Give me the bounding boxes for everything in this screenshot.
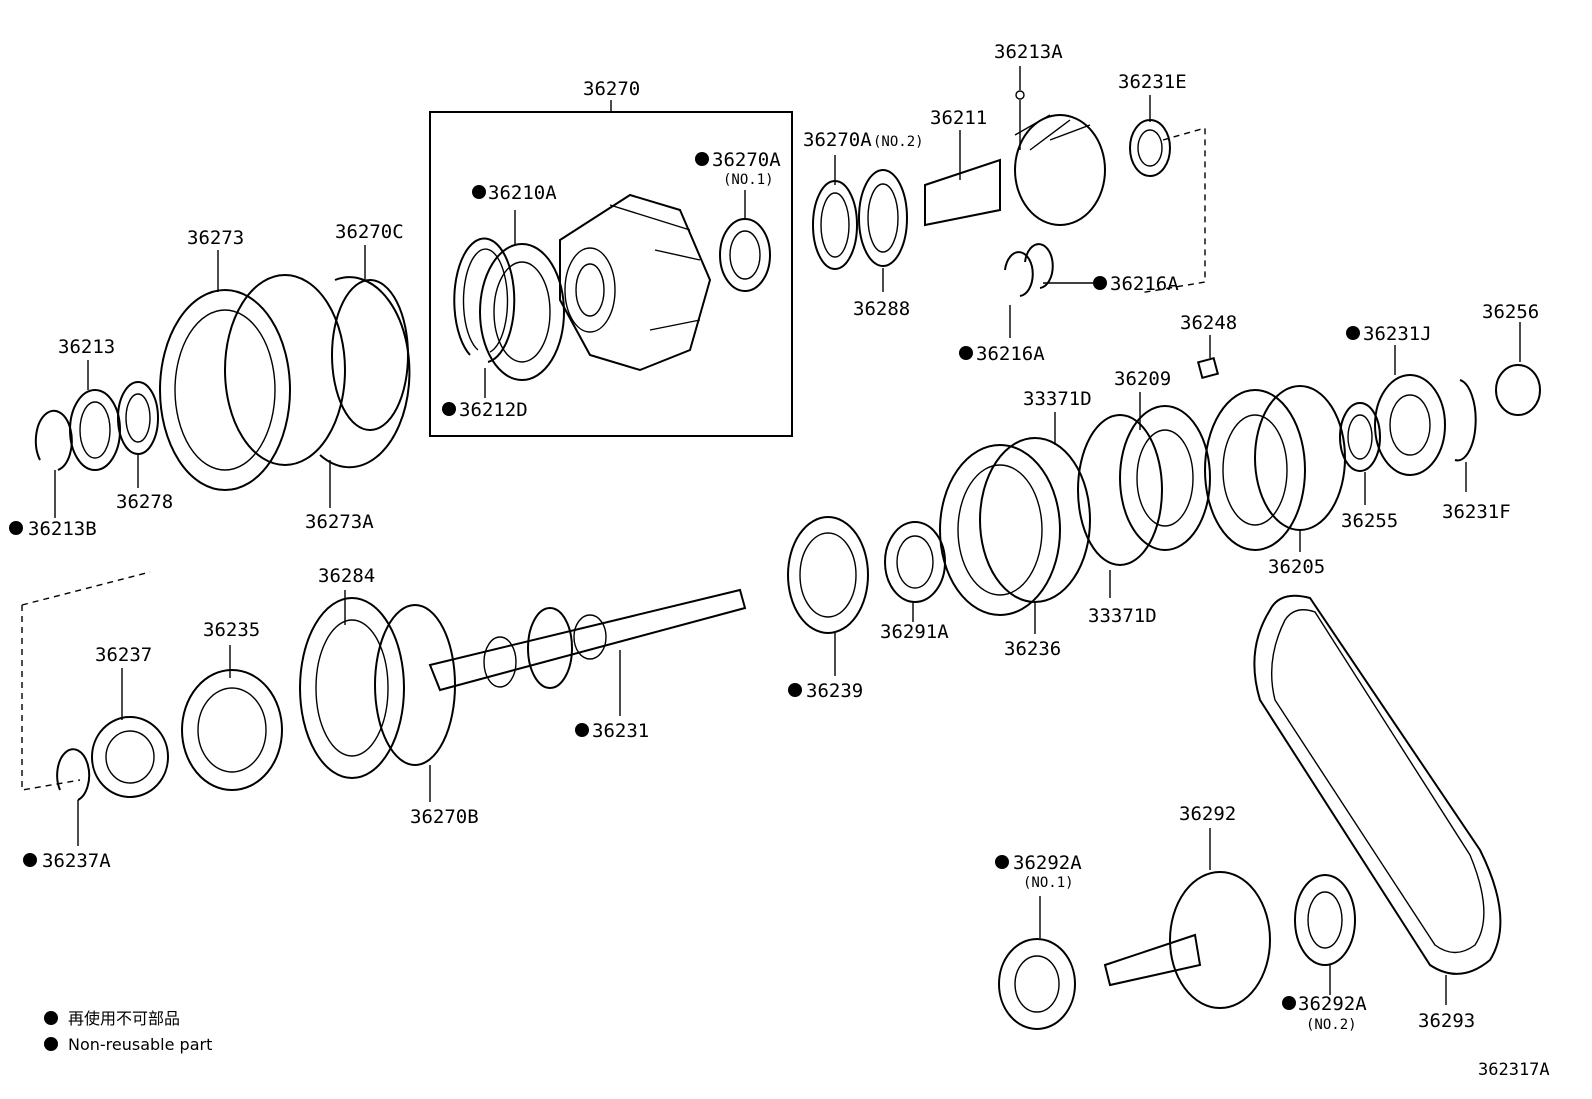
label-36292A-no2: 36292A	[1298, 993, 1367, 1015]
label-36235: 36235	[203, 619, 260, 641]
label-36284: 36284	[318, 565, 375, 587]
part-labels: 36270 36213A 36231E 36211 36270A (NO.2) …	[28, 41, 1539, 1033]
label-36231E: 36231E	[1118, 71, 1187, 93]
label-no2-top: (NO.2)	[873, 134, 924, 150]
non-reusable-markers	[9, 152, 1360, 1010]
leader-lines	[54, 66, 1521, 1005]
label-36291A: 36291A	[880, 621, 949, 643]
label-36213B: 36213B	[28, 518, 97, 540]
label-33371D-bottom: 33371D	[1088, 605, 1157, 627]
sprocket-synchro-group	[787, 356, 1541, 634]
mainshaft-group-36231	[21, 127, 1206, 801]
label-36236: 36236	[1004, 638, 1061, 660]
label-36273: 36273	[187, 227, 244, 249]
label-36255: 36255	[1341, 510, 1398, 532]
label-36231F: 36231F	[1442, 501, 1511, 523]
label-36270B: 36270B	[410, 806, 479, 828]
ring-gear-group-36273	[34, 274, 411, 491]
legend-dot-jp	[44, 1011, 58, 1025]
legend: 再使用不可部品 Non-reusable part	[44, 1009, 212, 1054]
label-33371D-top: 33371D	[1023, 388, 1092, 410]
legend-dot-en	[44, 1037, 58, 1051]
shaft-36211	[812, 114, 1171, 297]
planetary-assembly-group-36270	[429, 100, 793, 437]
label-36278: 36278	[116, 491, 173, 513]
label-36239: 36239	[806, 680, 863, 702]
label-36205: 36205	[1268, 556, 1325, 578]
label-36237A: 36237A	[42, 850, 111, 872]
figure-id: 362317A	[1478, 1060, 1550, 1080]
label-36248: 36248	[1180, 312, 1237, 334]
label-no1-top: (NO.1)	[723, 172, 774, 188]
label-36216A-left: 36216A	[976, 343, 1045, 365]
label-36270C: 36270C	[335, 221, 404, 243]
label-36213A: 36213A	[994, 41, 1063, 63]
label-36209: 36209	[1114, 368, 1171, 390]
label-36270A-no1: 36270A	[712, 149, 781, 171]
label-36210A: 36210A	[488, 182, 557, 204]
front-drive-sprocket-chain-group	[998, 594, 1502, 1030]
label-36270: 36270	[583, 78, 640, 100]
label-36256: 36256	[1482, 301, 1539, 323]
label-36216A-right: 36216A	[1110, 273, 1179, 295]
label-36237: 36237	[95, 644, 152, 666]
label-36292: 36292	[1179, 803, 1236, 825]
label-36212D: 36212D	[459, 399, 528, 421]
label-36273A: 36273A	[305, 511, 374, 533]
label-36292A-no1: 36292A	[1013, 852, 1082, 874]
label-36288: 36288	[853, 298, 910, 320]
label-36211: 36211	[930, 107, 987, 129]
legend-text-en: Non-reusable part	[68, 1035, 212, 1054]
label-36231: 36231	[592, 720, 649, 742]
label-36213: 36213	[58, 336, 115, 358]
label-36293: 36293	[1418, 1010, 1475, 1032]
label-36270A-no2: 36270A	[803, 129, 872, 151]
label-no1-bottom: (NO.1)	[1023, 875, 1074, 891]
label-no2-bottom: (NO.2)	[1306, 1017, 1357, 1033]
label-36231J: 36231J	[1363, 323, 1432, 345]
legend-text-jp: 再使用不可部品	[68, 1009, 180, 1028]
